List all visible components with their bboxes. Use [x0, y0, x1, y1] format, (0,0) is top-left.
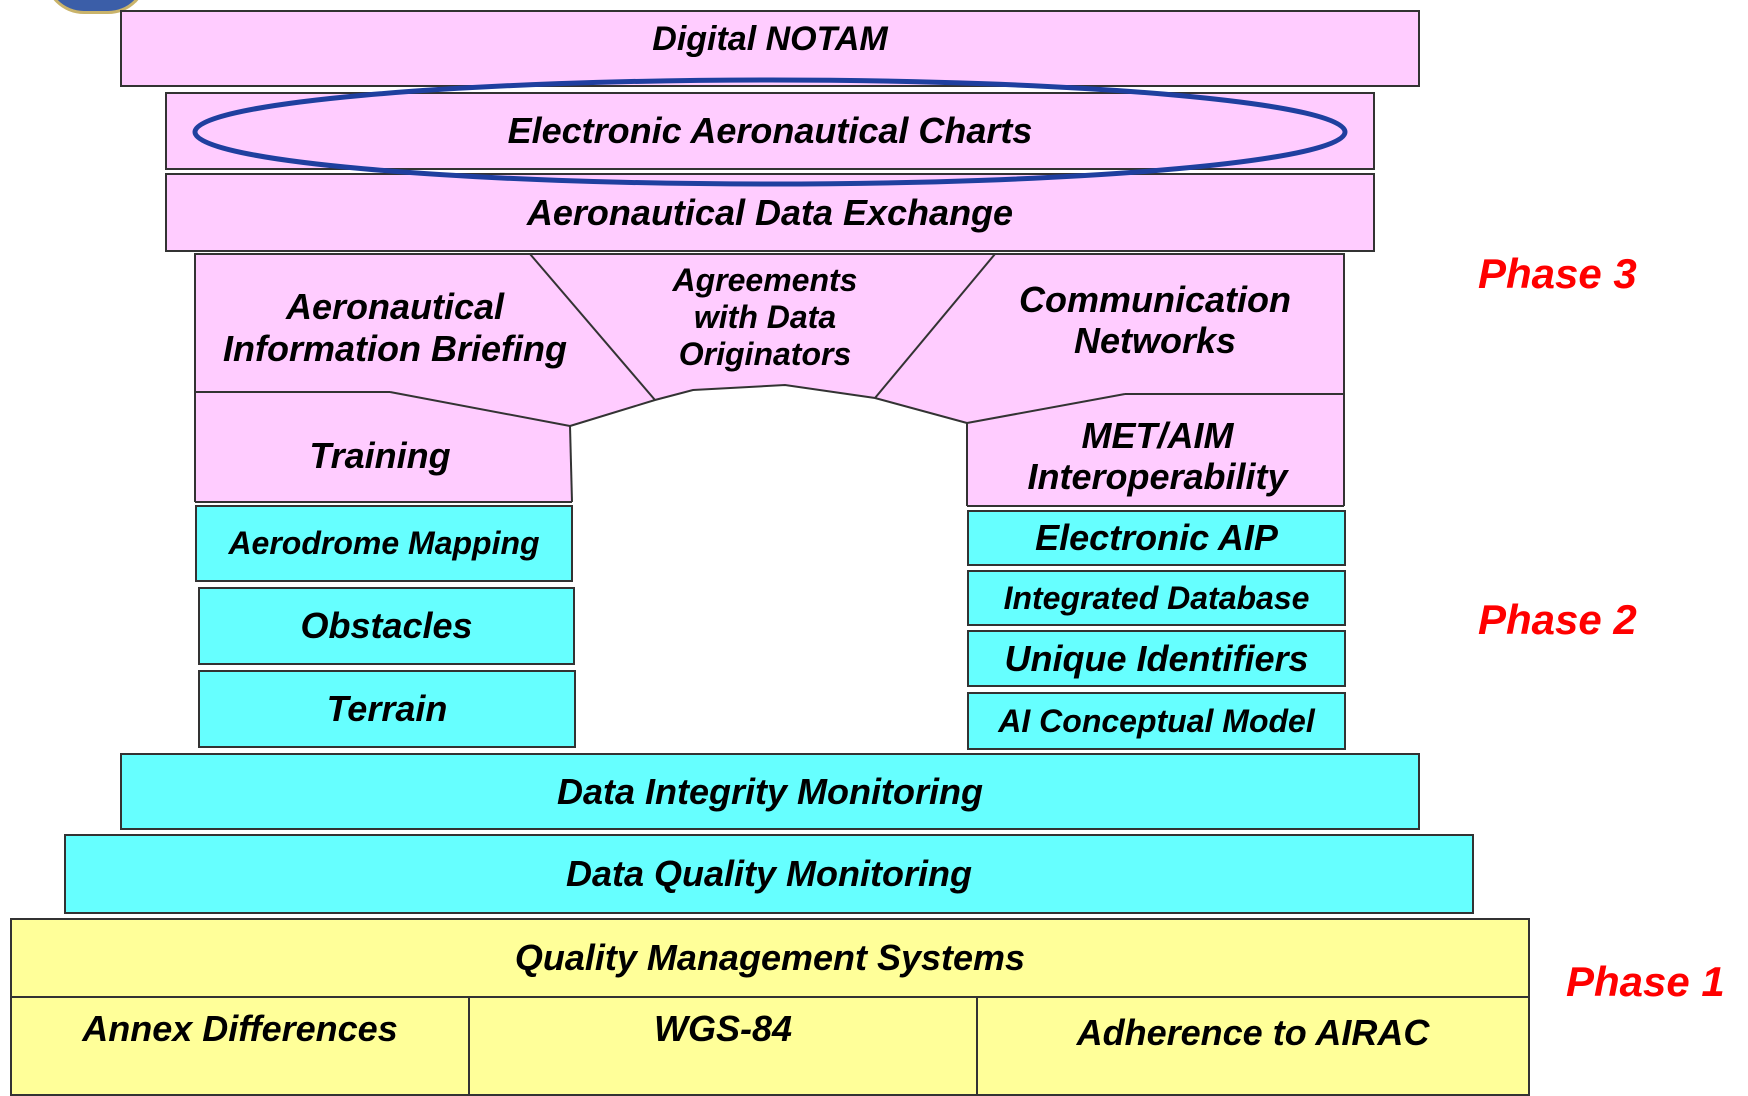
electronic-charts-label: Electronic Aeronautical Charts	[507, 110, 1033, 152]
block-agreements: Agreements with Data Originators	[645, 255, 885, 380]
airac-label: Adherence to AIRAC	[1076, 1012, 1430, 1053]
terrain-label: Terrain	[326, 688, 448, 730]
training-shape	[195, 392, 572, 502]
layer-qms: Quality Management Systems	[10, 918, 1530, 998]
data-exchange-label: Aeronautical Data Exchange	[526, 191, 1014, 233]
block-ai-briefing: Aeronautical Information Briefing	[205, 270, 585, 385]
block-annex-differences: Annex Differences	[10, 996, 470, 1096]
layer-data-quality: Data Quality Monitoring	[64, 834, 1474, 914]
phase-2-label: Phase 2	[1478, 596, 1637, 643]
wgs84-label: WGS-84	[653, 1008, 793, 1049]
integrated-db-label: Integrated Database	[1003, 579, 1310, 616]
phase-3-label: Phase 3	[1478, 250, 1637, 297]
layer-digital-notam: Digital NOTAM	[120, 10, 1420, 87]
block-terrain: Terrain	[198, 670, 576, 748]
arch-outline	[194, 253, 1345, 507]
qms-label: Quality Management Systems	[514, 937, 1026, 979]
unique-ids-label: Unique Identifiers	[1004, 637, 1309, 679]
block-ai-model: AI Conceptual Model	[967, 692, 1346, 750]
block-obstacles: Obstacles	[198, 587, 575, 665]
arch-keystone-shape	[530, 254, 995, 400]
arch-left-top-shape	[195, 254, 655, 426]
data-integrity-label: Data Integrity Monitoring	[557, 770, 983, 812]
layer-data-integrity: Data Integrity Monitoring	[120, 753, 1420, 830]
agreements-label: Agreements with Data Originators	[672, 262, 858, 372]
layer-electronic-charts: Electronic Aeronautical Charts	[165, 92, 1375, 170]
data-quality-label: Data Quality Monitoring	[565, 853, 972, 895]
digital-notam-label: Digital NOTAM	[652, 20, 888, 58]
training-label: Training	[309, 435, 451, 477]
block-airac: Adherence to AIRAC	[976, 996, 1530, 1096]
annex-differences-label: Annex Differences	[82, 1008, 398, 1049]
block-aerodrome-mapping: Aerodrome Mapping	[195, 505, 573, 582]
met-aim-label: MET/AIM Interoperability	[1027, 414, 1288, 497]
electronic-aip-label: Electronic AIP	[1035, 517, 1278, 559]
phase-1-label: Phase 1	[1566, 958, 1725, 1005]
block-integrated-db: Integrated Database	[967, 570, 1346, 626]
arch-right-top-shape	[875, 254, 1344, 423]
obstacles-label: Obstacles	[300, 605, 473, 647]
block-wgs84: WGS-84	[468, 996, 978, 1096]
aerodrome-mapping-label: Aerodrome Mapping	[228, 525, 540, 562]
block-met-aim: MET/AIM Interoperability	[1000, 410, 1315, 502]
block-unique-ids: Unique Identifiers	[967, 630, 1346, 687]
block-comm-networks: Communication Networks	[1005, 270, 1305, 370]
ai-model-label: AI Conceptual Model	[998, 702, 1315, 739]
ai-briefing-label: Aeronautical Information Briefing	[223, 286, 567, 369]
comm-networks-label: Communication Networks	[1018, 278, 1291, 361]
met-aim-shape	[967, 394, 1344, 506]
highlight-ellipse	[192, 77, 1348, 187]
block-training: Training	[220, 426, 540, 486]
block-electronic-aip: Electronic AIP	[967, 510, 1346, 566]
